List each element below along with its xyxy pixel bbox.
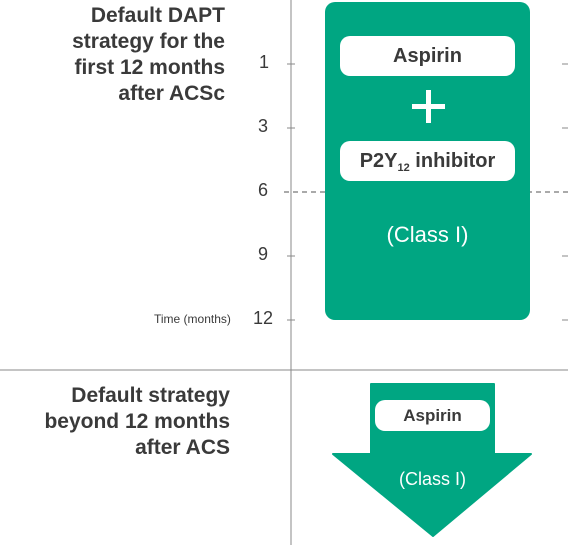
time-tick-6: 6	[258, 180, 269, 200]
dapt-box: Aspirin P2Y12 inhibitor (Class I)	[325, 2, 530, 320]
heading-line: after ACS	[135, 436, 230, 459]
time-tick-12: 12	[253, 308, 274, 328]
aspirin-pill-bottom: Aspirin	[375, 400, 490, 431]
heading-line: strategy for the	[72, 30, 225, 53]
p2y12-pill: P2Y12 inhibitor	[340, 141, 515, 181]
aspirin-pill: Aspirin	[340, 36, 515, 76]
time-tick-1: 1	[259, 52, 270, 72]
aspirin-label-bottom: Aspirin	[403, 406, 462, 425]
heading-line: beyond 12 months	[44, 410, 230, 433]
p2y12-subscript: 12	[397, 162, 410, 174]
time-tick-9: 9	[258, 244, 269, 264]
time-tick-3: 3	[258, 116, 269, 136]
heading-line: Default DAPT	[90, 4, 225, 27]
time-axis-label: Time (months)	[154, 312, 231, 326]
class-label-top: (Class I)	[386, 222, 469, 247]
p2y12-suffix: inhibitor	[409, 150, 496, 172]
heading-line: first 12 months	[74, 56, 225, 79]
heading-line: after ACSc	[118, 82, 225, 105]
aspirin-label: Aspirin	[393, 45, 462, 67]
class-label-bottom: (Class I)	[399, 469, 466, 489]
plus-icon	[412, 90, 445, 123]
p2y12-prefix: P2Y	[359, 150, 398, 172]
bottom-section-heading: Default strategy beyond 12 months after …	[0, 383, 230, 461]
top-section-heading: Default DAPT strategy for the first 12 m…	[0, 3, 225, 107]
heading-line: Default strategy	[71, 384, 230, 407]
